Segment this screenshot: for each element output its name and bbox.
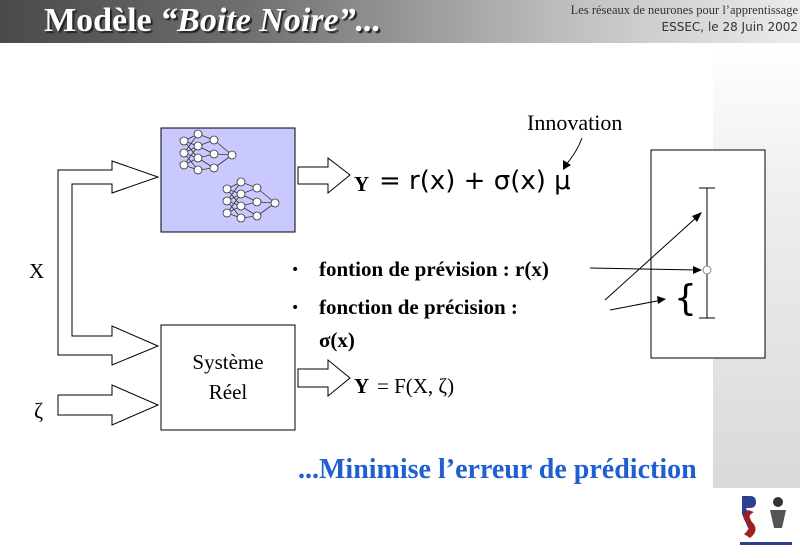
model-output-equation: = r(x) + σ(x) μ: [379, 166, 571, 196]
institution-logo: [732, 488, 800, 553]
title-prefix: Modèle: [44, 2, 161, 39]
system-box-line2: Réel: [208, 380, 248, 404]
bullet-precision-function: fonction de précision :: [319, 295, 518, 319]
slide-title: Modèle “Boite Noire”...: [44, 2, 381, 40]
course-title: Les réseaux de neurones pour l’apprentis…: [570, 3, 798, 17]
logo-graphic: [734, 490, 798, 548]
precision-bracket: {: [674, 278, 697, 319]
innovation-arrowhead: [563, 160, 571, 170]
arrowhead-distribution-top: [692, 212, 702, 222]
zeta-input-arrow: [57, 384, 160, 426]
arrowhead-bracket: [657, 296, 666, 304]
course-date: ESSEC, le 28 Juin 2002: [661, 20, 798, 34]
bullet-dot-2: •: [291, 300, 300, 316]
conclusion-text: ...Minimise l’erreur de prédiction: [298, 454, 697, 485]
arrow-to-distribution-top: [604, 215, 699, 301]
title-emphasis: “Boite Noire”...: [160, 2, 382, 39]
innovation-arrow: [564, 137, 583, 167]
arrowhead-mean: [693, 266, 702, 274]
title-bar: Modèle “Boite Noire”... Les réseaux de n…: [0, 0, 800, 43]
model-output-y: Y: [354, 172, 370, 196]
input-split-arrow: [57, 160, 160, 366]
bullet-precision-sigma: σ(x): [319, 328, 355, 352]
mean-point: [702, 265, 712, 275]
arrow-to-mean: [589, 267, 699, 271]
real-system-box: [160, 324, 296, 431]
system-box-line1: Système: [192, 350, 264, 374]
innovation-label: Innovation: [527, 110, 623, 135]
distribution-axis: [699, 187, 715, 319]
distribution-box: [650, 149, 766, 359]
system-output-arrow: [297, 358, 351, 398]
system-output-equation: = F(X, ζ): [377, 374, 455, 398]
arrow-to-bracket: [609, 299, 663, 311]
bullet-prediction-function: fontion de prévision : r(x): [319, 257, 549, 281]
input-x-label: X: [29, 259, 45, 283]
neural-network-icon: [179, 129, 280, 223]
model-output-arrow: [297, 156, 351, 195]
bullet-dot-1: •: [291, 262, 300, 278]
input-zeta-label: ζ: [34, 398, 44, 423]
system-output-y: Y: [354, 374, 370, 398]
